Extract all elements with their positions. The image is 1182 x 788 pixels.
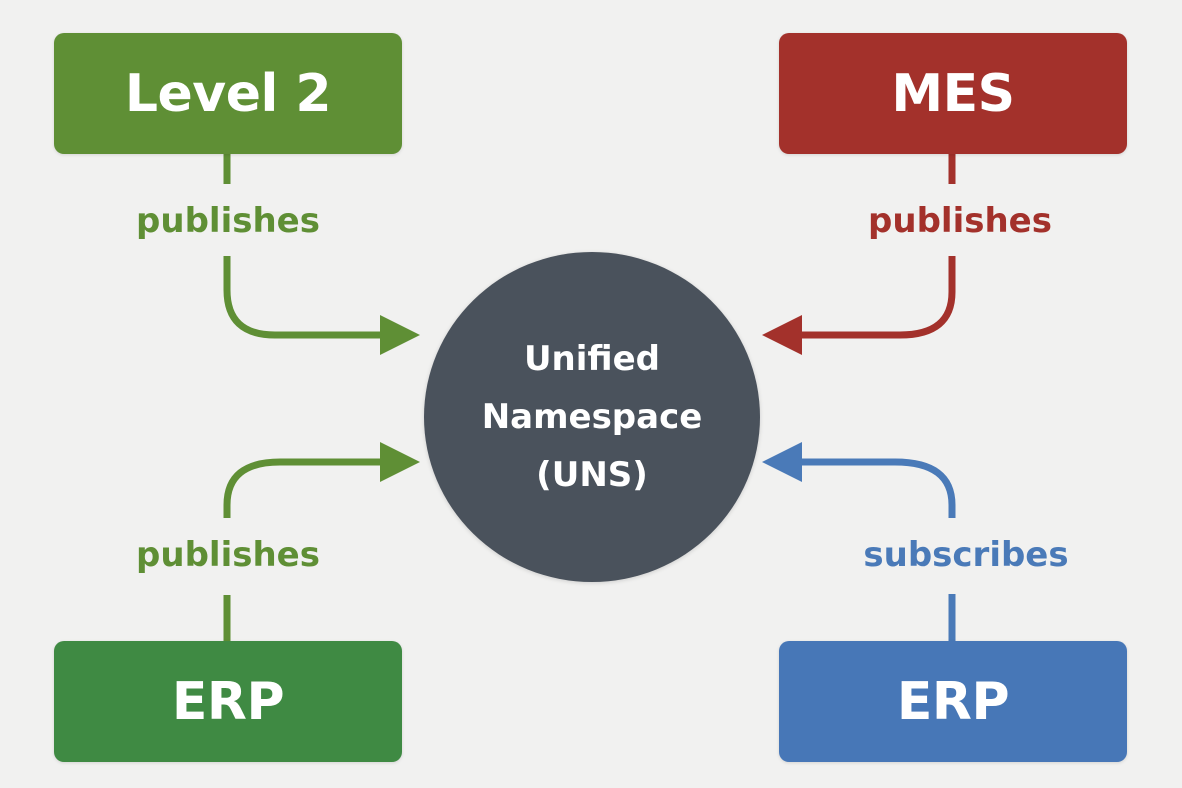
edge-label-mes: publishes (868, 201, 1052, 241)
edge-label-erp-left: publishes (136, 535, 320, 575)
node-erp-right-label: ERP (896, 671, 1010, 732)
node-erp-right: ERP (779, 641, 1127, 762)
node-erp-left: ERP (54, 641, 402, 762)
hub-line-1: Unified (523, 339, 661, 379)
node-level2: Level 2 (54, 33, 402, 154)
node-erp-left-label: ERP (171, 671, 285, 732)
connector-erp-left-curve (223, 458, 385, 518)
uns-hub: Unified Namespace (UNS) (424, 252, 760, 582)
connector-mes (762, 154, 956, 355)
connector-mes-curve (798, 256, 956, 339)
node-mes-label: MES (891, 63, 1015, 124)
edge-label-erp-right: subscribes (863, 535, 1069, 575)
node-level2-label: Level 2 (124, 63, 332, 124)
node-mes: MES (779, 33, 1127, 154)
connector-erp-right-curve (798, 458, 956, 518)
hub-line-2: Namespace (481, 397, 703, 437)
hub-line-3: (UNS) (536, 455, 648, 495)
edge-label-level2: publishes (136, 201, 320, 241)
connector-level2-curve (223, 256, 385, 339)
connector-level2 (223, 154, 420, 355)
arrowhead-erp-left-icon (380, 442, 420, 482)
arrowhead-mes-icon (762, 315, 802, 355)
arrowhead-level2-icon (380, 315, 420, 355)
arrowhead-erp-right-icon (762, 442, 802, 482)
